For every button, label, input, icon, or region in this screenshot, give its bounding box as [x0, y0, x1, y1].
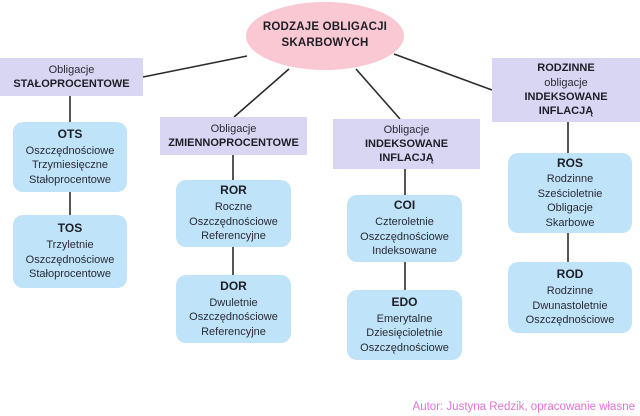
bond-node-dor: DOR Dwuletnie Oszczędnościowe Referencyj… [176, 275, 291, 343]
category-line: STAŁOPROCENTOWE [13, 78, 130, 90]
bond-node-tos: TOS Trzyletnie Oszczędnościowe Stałoproc… [13, 215, 127, 288]
connector-root-indeks [355, 68, 401, 120]
bond-line: Oszczędnościowe [360, 230, 449, 243]
bond-line: Dwuletnie [209, 296, 258, 309]
category-line: INFLACJĄ [379, 152, 434, 165]
bond-node-coi: COI Czteroletnie Oszczędnościowe Indekso… [347, 195, 462, 262]
bond-code: ROR [220, 183, 247, 198]
bond-line: Emerytalne [376, 312, 433, 325]
bond-line: Oszczędnościowe [25, 144, 115, 157]
bond-line: Oszczędnościowe [25, 253, 115, 266]
bond-node-ros: ROS Rodzinne Sześcioletnie Obligacje Ska… [508, 153, 632, 233]
bond-line: Obligacje [547, 202, 593, 215]
bond-line: Rodzinne [546, 285, 594, 298]
connector-root-rodzinne [393, 53, 493, 91]
category-line: INFLACJĄ [538, 105, 594, 118]
bond-line: Skarbowe [545, 216, 595, 229]
bond-code: ROS [556, 155, 583, 170]
category-node-staloprocentowe: Obligacje STAŁOPROCENTOWE [0, 58, 143, 96]
category-line: obligacje [544, 76, 588, 89]
bond-line: Sześcioletnie [537, 187, 603, 200]
bond-node-ots: OTS Oszczędnościowe Trzymiesięczne Stało… [13, 122, 127, 192]
bond-code: OTS [57, 126, 83, 141]
category-node-rodzinne-indeksowane: RODZINNE obligacje INDEKSOWANE INFLACJĄ [492, 58, 640, 122]
bond-line: Rodzinne [546, 173, 594, 186]
bond-code: DOR [220, 278, 247, 293]
bond-line: Referencyjne [201, 325, 266, 338]
category-line: Obligacje [210, 122, 257, 135]
bond-line: Czteroletnie [375, 216, 434, 229]
bond-line: Oszczędnościowe [189, 215, 278, 228]
category-line: INDEKSOWANE [364, 137, 449, 150]
bond-line: Oszczędnościowe [189, 311, 278, 324]
connector-root-zmienno [233, 68, 290, 118]
bond-line: Oszczędnościowe [360, 341, 449, 354]
root-title-line2: SKARBOWYCH [281, 37, 369, 49]
category-line: Obligacje [48, 63, 95, 76]
connector-root-stalo [142, 55, 248, 78]
bond-code: ROD [556, 267, 584, 282]
bond-line: Trzymiesięczne [32, 159, 108, 172]
bond-code: COI [393, 198, 416, 213]
bond-node-ror: ROR Roczne Oszczędnościowe Referencyjne [176, 180, 291, 247]
bond-line: Dziesięcioletnie [366, 327, 443, 340]
bond-line: Referencyjne [201, 230, 266, 243]
category-line: ZMIENNOPROCENTOWE [168, 137, 299, 149]
bond-line: Oszczędnościowe [525, 314, 615, 327]
category-node-indeksowane-inflacja: Obligacje INDEKSOWANE INFLACJĄ [333, 119, 480, 169]
category-node-zmiennoprocentowe: Obligacje ZMIENNOPROCENTOWE [160, 117, 307, 155]
root-title-line1: RODZAJE OBLIGACJI [262, 21, 388, 34]
bond-line: Stałoprocentowe [29, 173, 111, 186]
bond-node-edo: EDO Emerytalne Dziesięcioletnie Oszczędn… [347, 290, 462, 360]
category-line: RODZINNE [537, 62, 595, 75]
author-credit: Autor: Justyna Redzik, opracowanie własn… [412, 401, 635, 413]
bond-line: Roczne [214, 201, 253, 214]
root-node-rodzaje-obligacji: RODZAJE OBLIGACJI SKARBOWYCH [246, 2, 404, 70]
bond-line: Dwunastoletnie [532, 299, 608, 312]
bond-node-rod: ROD Rodzinne Dwunastoletnie Oszczędności… [508, 262, 632, 333]
bond-line: Stałoprocentowe [29, 268, 111, 281]
bond-code: TOS [57, 221, 83, 236]
bond-code: EDO [391, 294, 418, 309]
bond-line: Trzyletnie [46, 239, 94, 252]
category-line: Obligacje [383, 123, 430, 136]
category-line: INDEKSOWANE [524, 91, 608, 103]
bond-line: Indeksowane [372, 245, 437, 258]
